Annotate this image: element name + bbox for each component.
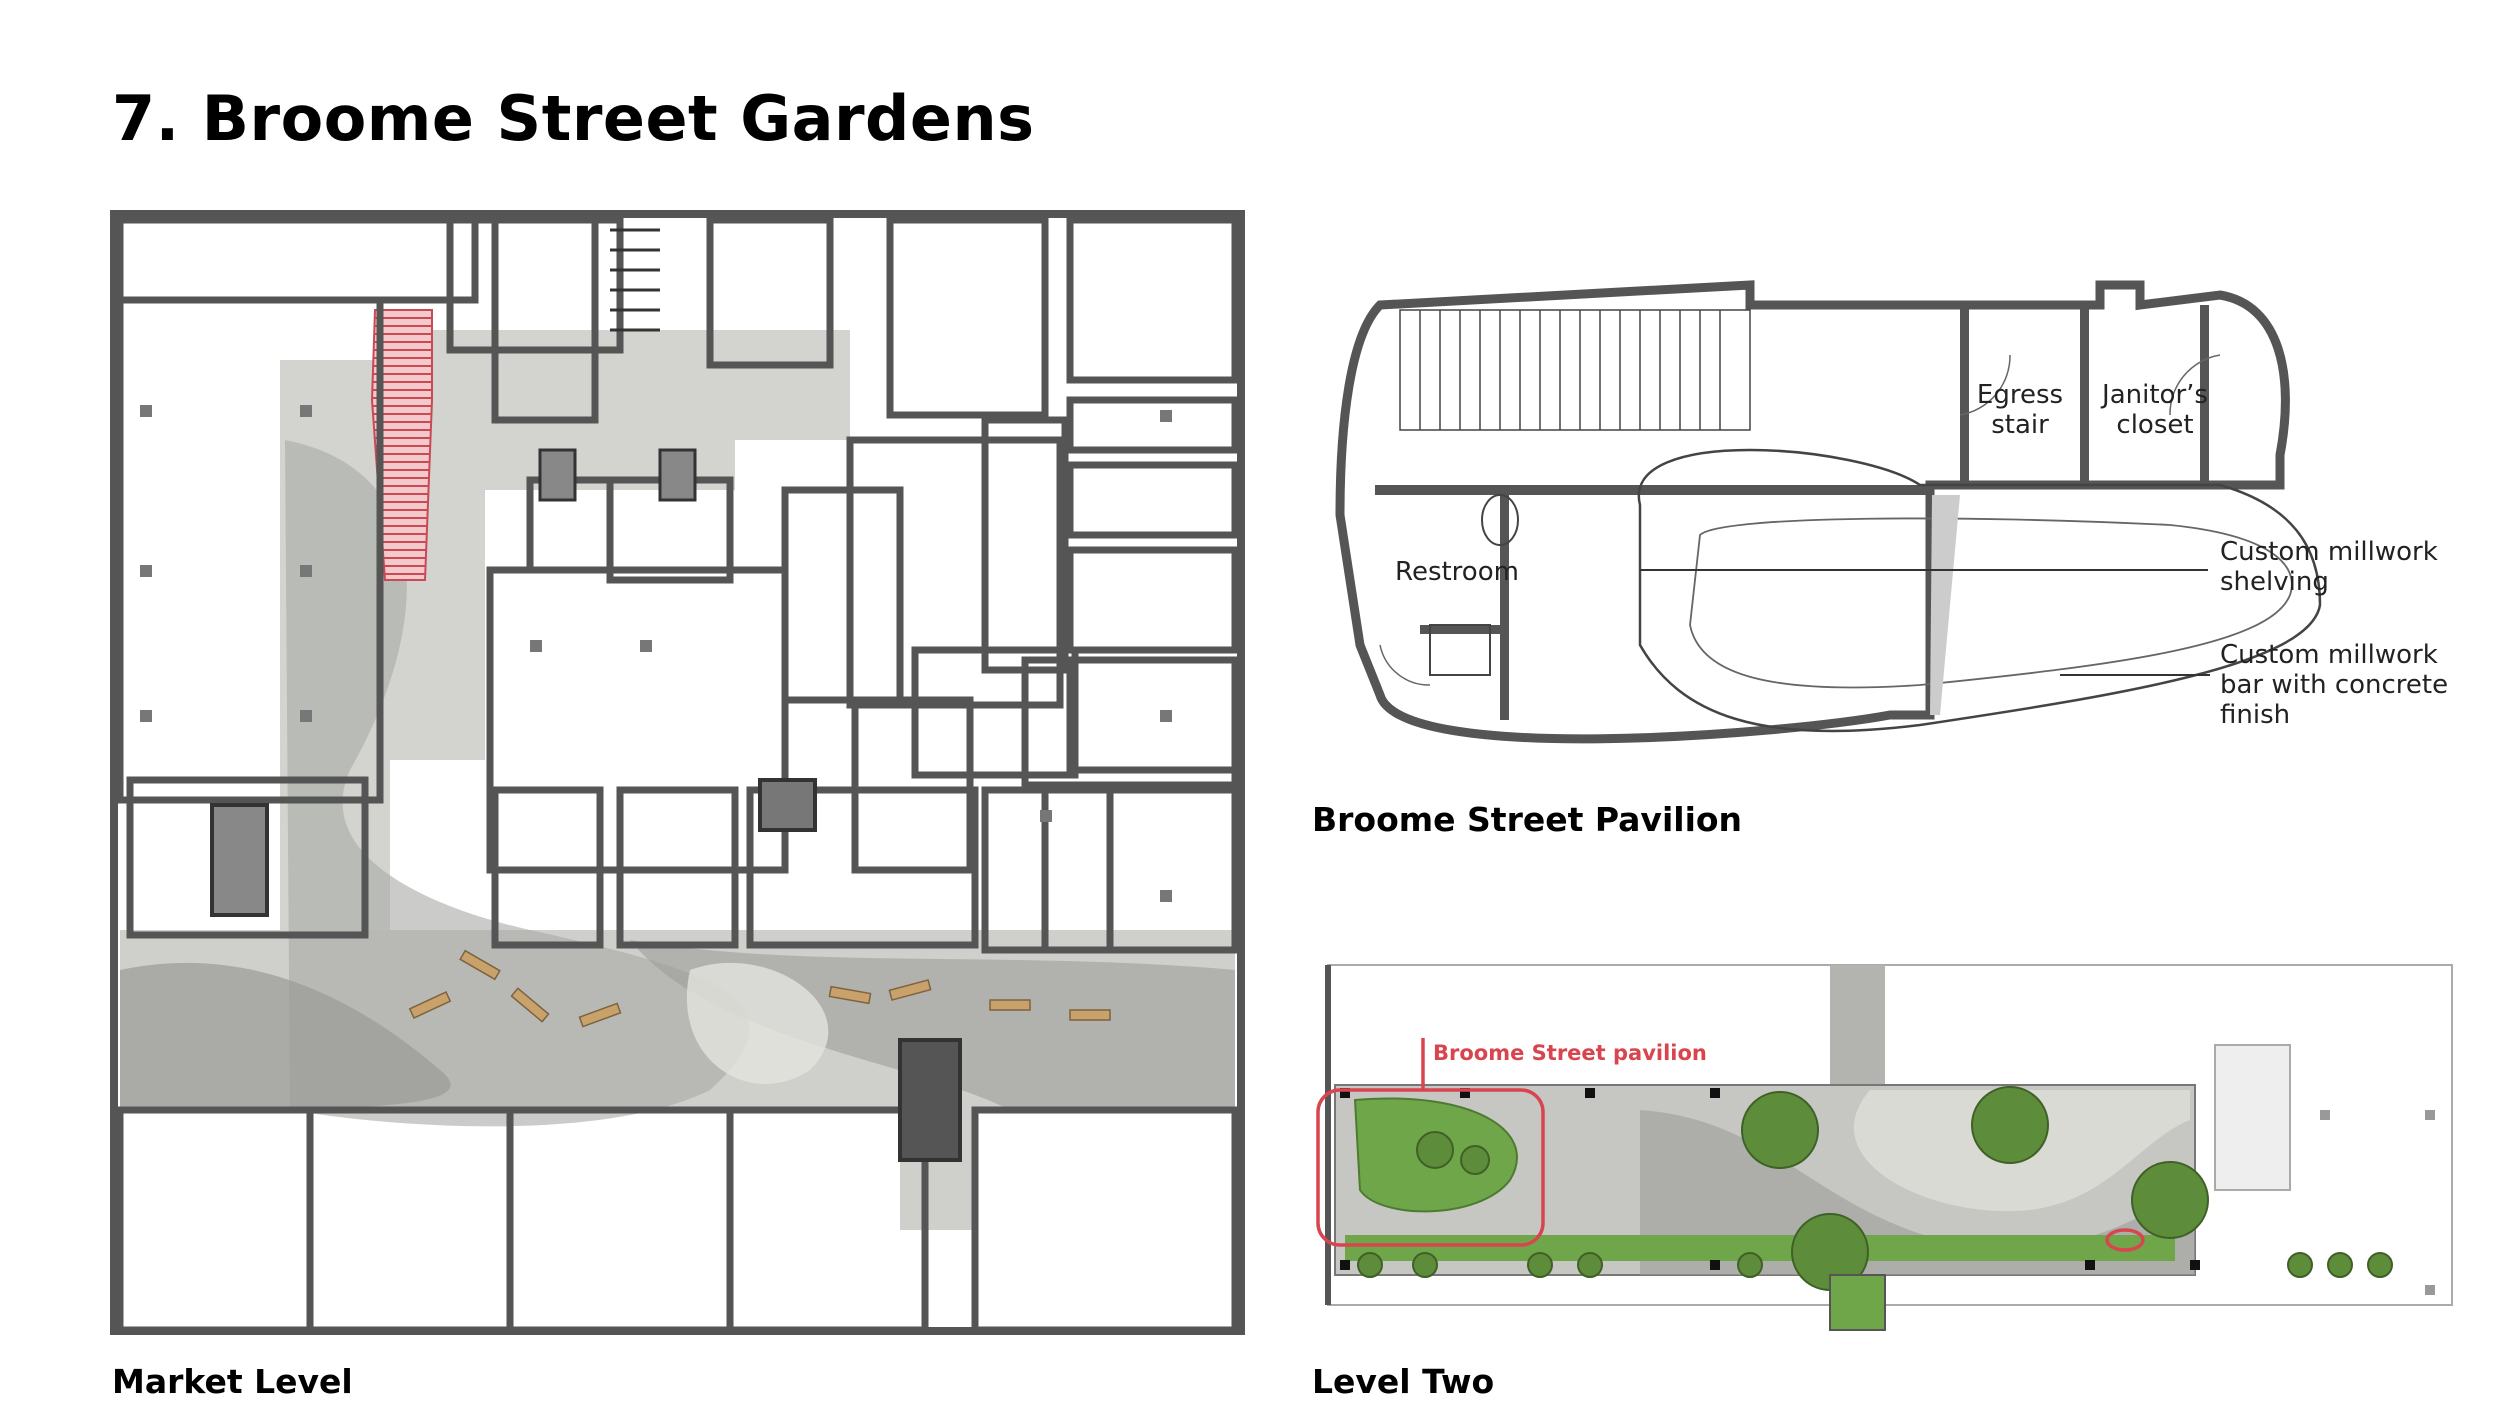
escalator-hatch — [370, 309, 433, 581]
caption-market-level: Market Level — [112, 1362, 353, 1401]
market-benches — [408, 949, 1111, 1028]
label-egress-2: stair — [1991, 410, 2049, 440]
level-two-trees — [1357, 1086, 2393, 1291]
pavilion-callout-label: Broome Street pavilion — [1433, 1041, 1707, 1065]
pavilion-stair — [1399, 309, 1751, 431]
caption-level-two: Level Two — [1312, 1362, 1495, 1401]
level-two-terrace — [1334, 965, 2196, 1276]
pavilion-bar — [1637, 448, 2322, 733]
planter-box — [1829, 1274, 1886, 1331]
caption-pavilion: Broome Street Pavilion — [1312, 800, 1743, 839]
level-two-plan: Broome Street pavilion — [1316, 964, 2453, 1331]
callout-shelving-line2: shelving — [2220, 567, 2329, 597]
sink — [1429, 624, 1491, 676]
pavilion-partitions — [1420, 305, 2209, 720]
callout-bar-line3: finish — [2220, 700, 2290, 730]
toilet — [1481, 494, 1519, 546]
label-egress: Egress — [1977, 380, 2063, 410]
callout-shelving-line1: Custom millwork — [2220, 537, 2438, 567]
market-level-plan — [110, 210, 1245, 1335]
callout-bar-line1: Custom millwork — [2220, 640, 2438, 670]
level-two-stair — [2214, 1044, 2291, 1191]
market-columns — [140, 405, 1172, 902]
pavilion-shell — [1335, 280, 2290, 744]
view-marker-icon — [2105, 1228, 2145, 1252]
pavilion-callout: Broome Street pavilion — [1316, 1038, 1707, 1247]
callout-bar-line2: bar with concrete — [2220, 670, 2448, 700]
pavilion-plan: Egress stair Janitor’s closet Restroom C… — [1335, 280, 2448, 744]
market-stairs — [210, 228, 962, 1162]
label-restroom: Restroom — [1395, 557, 1519, 587]
shelving-hatch — [1930, 495, 1960, 715]
page-title: 7. Broome Street Gardens — [112, 82, 1035, 155]
level-two-columns-light — [2320, 1110, 2435, 1295]
label-janitor: Janitor’s — [2100, 380, 2208, 410]
level-two-columns — [1340, 1088, 2200, 1270]
label-janitor-2: closet — [2116, 410, 2193, 440]
